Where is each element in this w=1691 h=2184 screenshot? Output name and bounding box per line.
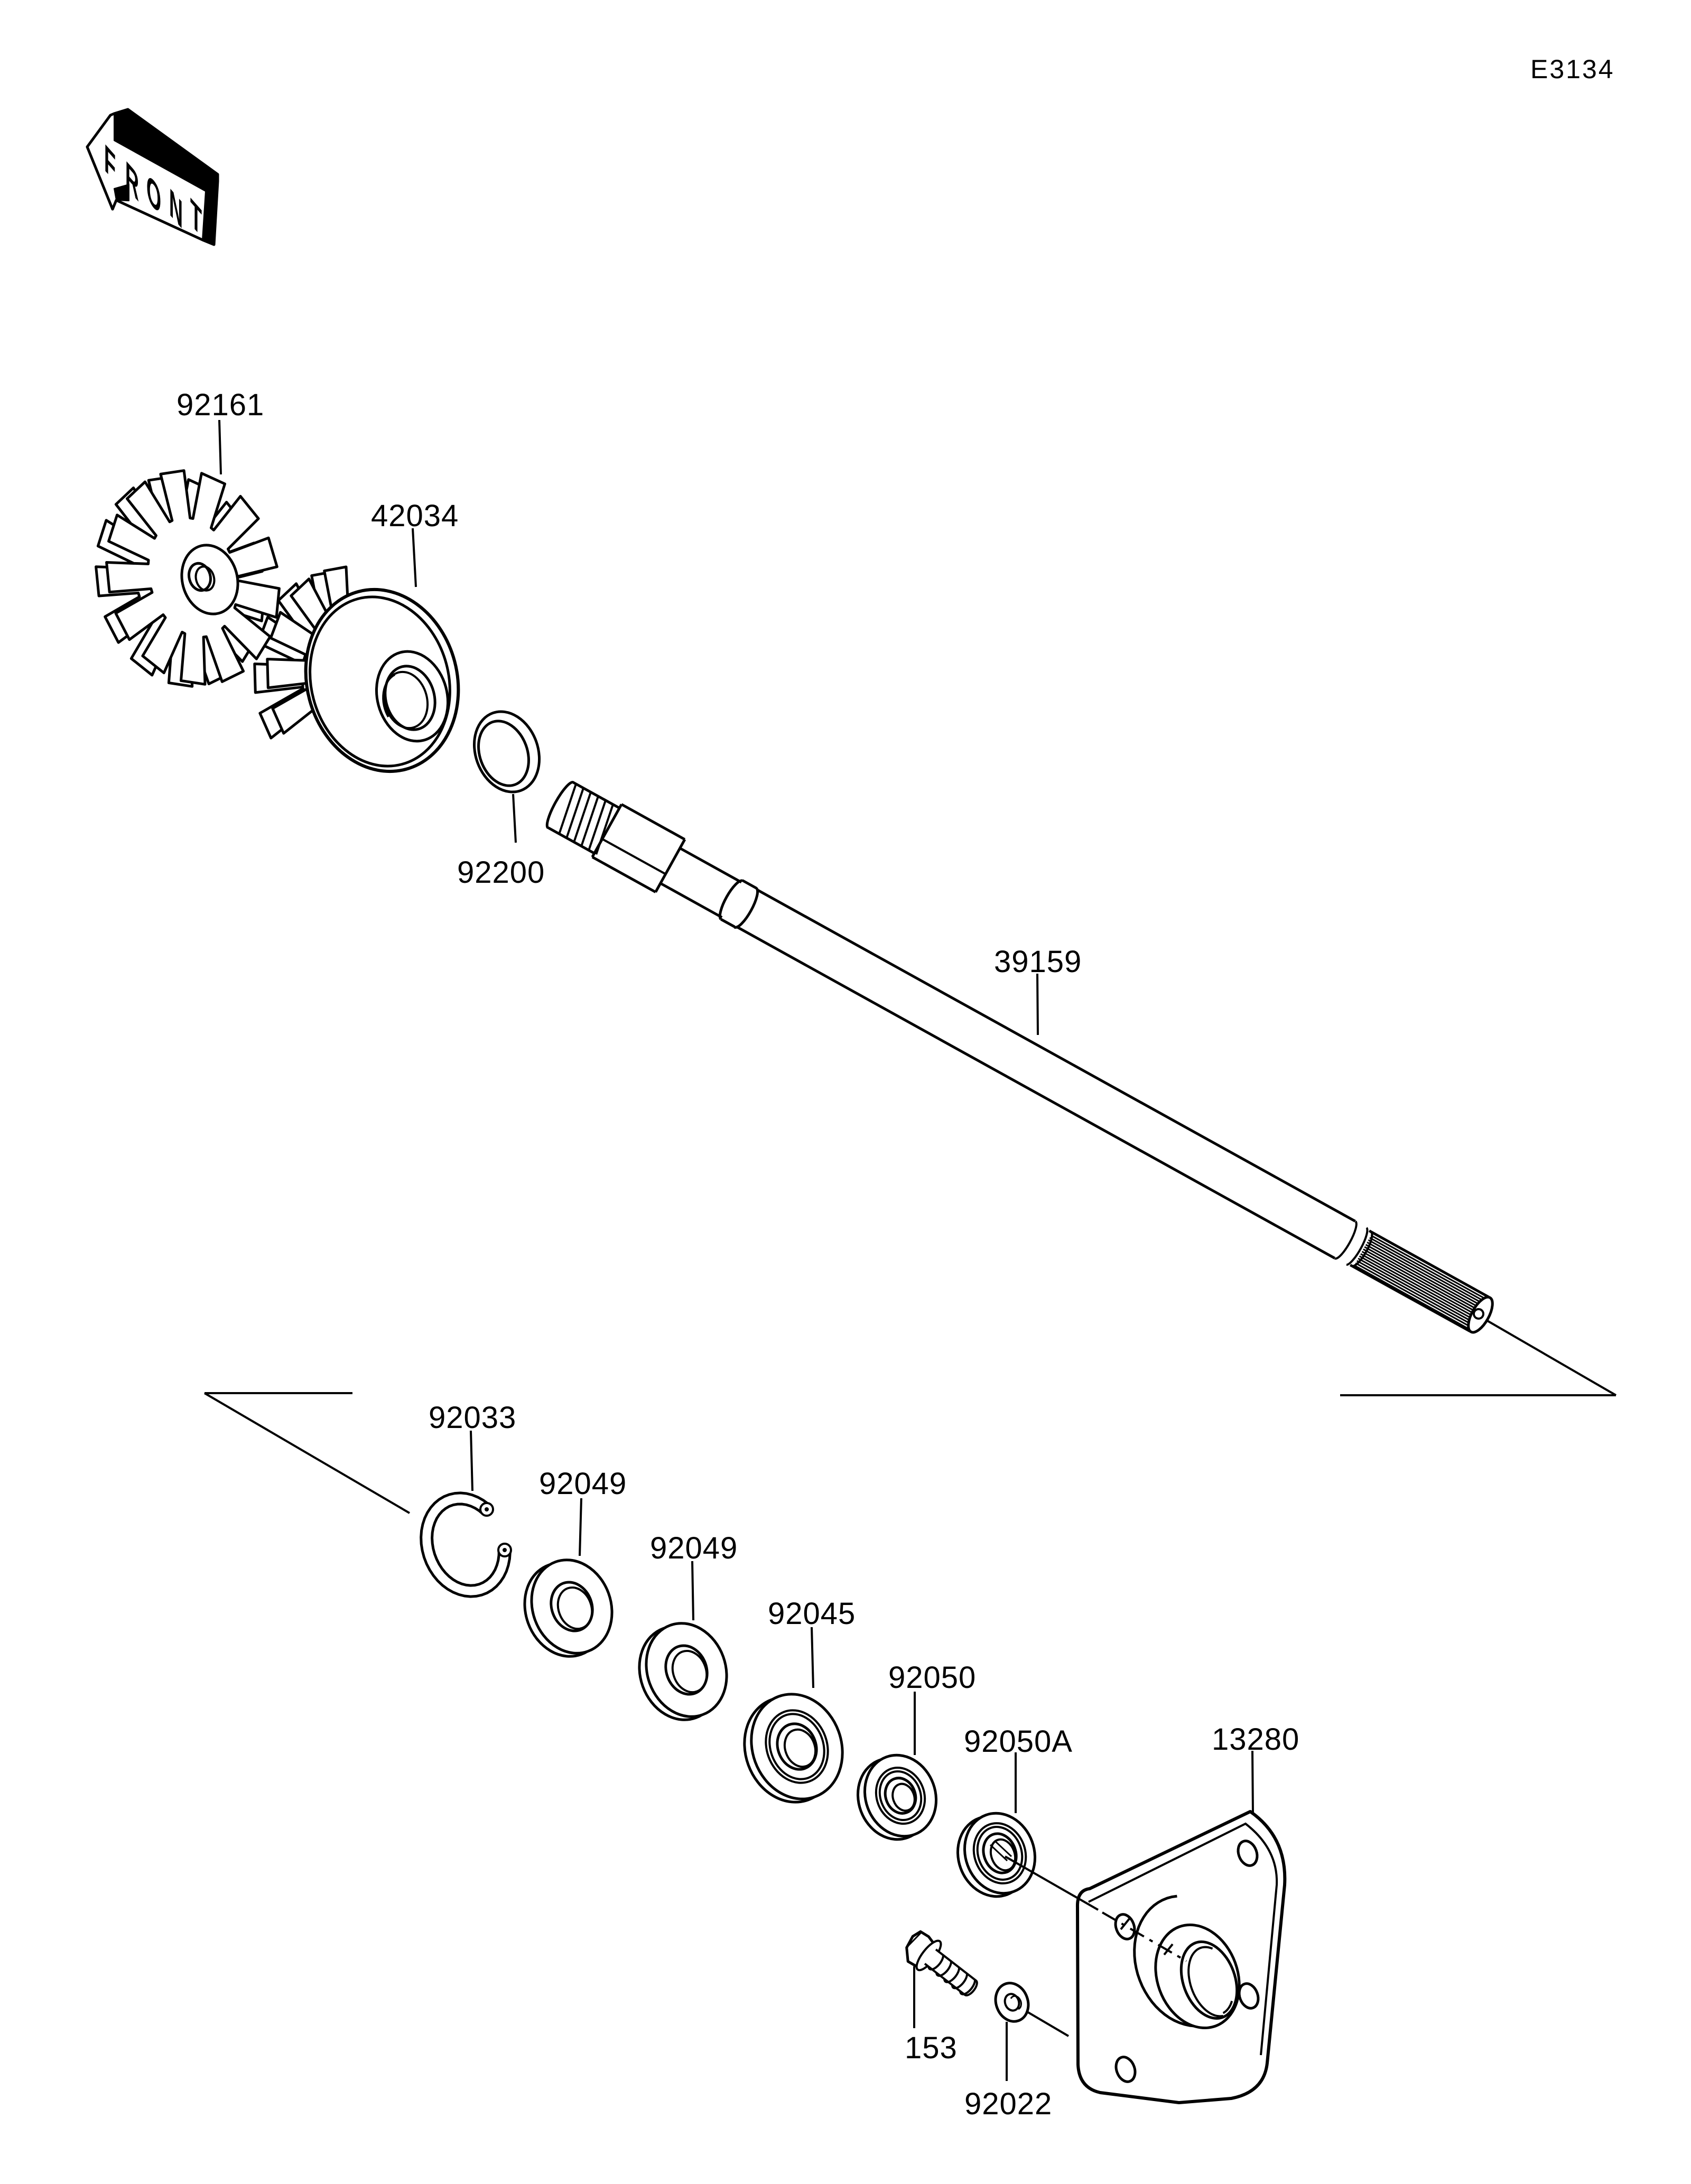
svg-text:92050: 92050 bbox=[888, 1660, 976, 1695]
svg-text:92200: 92200 bbox=[457, 855, 545, 890]
svg-text:92022: 92022 bbox=[964, 2087, 1052, 2121]
svg-text:92050A: 92050A bbox=[964, 1724, 1073, 1759]
svg-text:42034: 42034 bbox=[371, 499, 459, 533]
svg-text:F: F bbox=[104, 134, 116, 191]
svg-text:13280: 13280 bbox=[1212, 1722, 1299, 1757]
svg-text:T: T bbox=[190, 189, 202, 246]
svg-text:92161: 92161 bbox=[176, 388, 264, 422]
svg-text:39159: 39159 bbox=[994, 945, 1082, 979]
svg-text:92033: 92033 bbox=[429, 1401, 516, 1435]
svg-text:92049: 92049 bbox=[539, 1467, 627, 1501]
svg-text:92049: 92049 bbox=[650, 1531, 738, 1565]
svg-text:153: 153 bbox=[905, 2031, 958, 2065]
svg-text:E3134: E3134 bbox=[1530, 54, 1615, 84]
svg-text:92045: 92045 bbox=[768, 1597, 856, 1631]
